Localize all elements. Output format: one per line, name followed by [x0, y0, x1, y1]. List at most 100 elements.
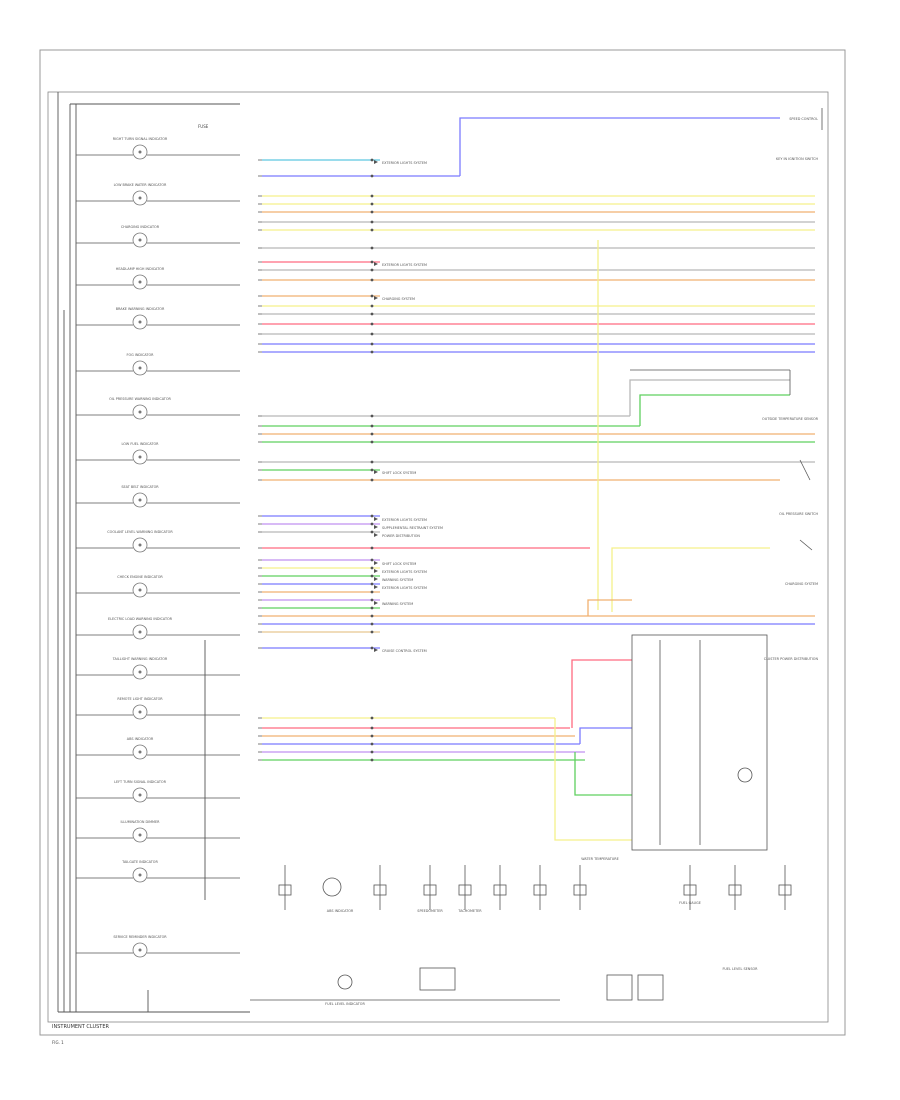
wire-terminal — [370, 566, 374, 570]
indicator-lamp-dot — [138, 670, 142, 674]
indicator-lamp — [132, 404, 148, 420]
indicator-lamp-dot — [138, 280, 142, 284]
wire-terminal — [370, 590, 374, 594]
wire-terminal — [370, 332, 374, 336]
wire-terminal — [370, 174, 374, 178]
wire-terminal — [370, 210, 374, 214]
indicator-lamp — [132, 582, 148, 598]
wire-terminal — [370, 350, 374, 354]
system-label: EXTERIOR LIGHTS SYSTEM — [382, 570, 427, 574]
wire-terminal — [370, 440, 374, 444]
system-label: POWER DISTRIBUTION — [382, 534, 420, 538]
indicator-lamp-dot — [138, 150, 142, 154]
indicator-label: HEADLAMP HIGH INDICATOR — [116, 267, 165, 271]
bottom-connector — [533, 884, 547, 896]
wire-terminal — [370, 194, 374, 198]
wire-terminal — [370, 304, 374, 308]
indicator-lamp — [132, 449, 148, 465]
wire-path — [629, 379, 790, 416]
wire-terminal — [370, 432, 374, 436]
diagram-border — [39, 49, 846, 1036]
system-label: SUPPLEMENTAL RESTRAINT SYSTEM — [382, 526, 443, 530]
indicator-lamp — [132, 942, 148, 958]
indicator-lamp-dot — [138, 833, 142, 837]
indicator-lamp-dot — [138, 498, 142, 502]
right-label: CHARGING SYSTEM — [785, 582, 818, 586]
wire-terminal — [370, 606, 374, 610]
bottom-module — [637, 974, 664, 1001]
indicator-lamp — [132, 787, 148, 803]
diagram-title: INSTRUMENT CLUSTER — [52, 1024, 110, 1030]
indicator-label: BRAKE WARNING INDICATOR — [116, 307, 165, 311]
system-arrow — [374, 569, 378, 573]
wire-terminal — [370, 574, 374, 578]
bottom-connector — [278, 884, 292, 896]
system-label: EXTERIOR LIGHTS SYSTEM — [382, 586, 427, 590]
wire-terminal — [370, 228, 374, 232]
bottom-label: WATER TEMPERATURE — [581, 857, 619, 861]
wire-terminal — [370, 514, 374, 518]
indicator-lamp — [132, 360, 148, 376]
wire-terminal — [370, 202, 374, 206]
indicator-lamp — [132, 274, 148, 290]
system-arrow — [374, 517, 378, 521]
indicator-lamp-dot — [138, 366, 142, 370]
indicator-lamp — [132, 492, 148, 508]
wire-terminal — [370, 312, 374, 316]
wire-terminal — [370, 158, 374, 162]
indicator-lamp — [132, 314, 148, 330]
wire-path — [554, 718, 632, 841]
bottom-module — [606, 974, 633, 1001]
wire-terminal — [370, 582, 374, 586]
wire-terminal — [370, 742, 374, 746]
figure-ref: FIG. 1 — [52, 1040, 64, 1045]
indicator-lamp — [132, 704, 148, 720]
wire-terminal — [370, 424, 374, 428]
indicator-lamp-dot — [138, 410, 142, 414]
wire-terminal — [370, 460, 374, 464]
wire-terminal — [370, 530, 374, 534]
system-arrow — [374, 648, 378, 652]
system-label: WARNING SYSTEM — [382, 602, 413, 606]
wire-path — [574, 752, 632, 796]
indicator-lamp — [132, 144, 148, 160]
indicator-lamp-dot — [138, 196, 142, 200]
bottom-connector — [458, 884, 472, 896]
bottom-connector — [778, 884, 792, 896]
indicator-label: LOW BRAKE WATER INDICATOR — [114, 183, 167, 187]
system-arrow — [374, 585, 378, 589]
indicator-lamp — [132, 624, 148, 640]
bottom-connector — [423, 884, 437, 896]
indicator-lamp-dot — [138, 238, 142, 242]
indicator-lamp-dot — [138, 873, 142, 877]
wire-terminal — [370, 342, 374, 346]
indicator-lamp-dot — [138, 455, 142, 459]
indicator-lamp-dot — [138, 793, 142, 797]
indicator-lamp-dot — [138, 630, 142, 634]
bottom-label: TACHOMETER — [457, 909, 482, 913]
right-label: CLUSTER POWER DISTRIBUTION — [764, 657, 819, 661]
wire-terminal — [370, 598, 374, 602]
bottom-label: FUEL LEVEL INDICATOR — [325, 1002, 365, 1006]
right-label: OIL PRESSURE SWITCH — [779, 512, 818, 516]
bottom-connector — [728, 884, 742, 896]
wire-terminal — [370, 622, 374, 626]
indicator-label: LEFT TURN SIGNAL INDICATOR — [114, 780, 167, 784]
wire-terminal — [370, 646, 374, 650]
system-label: CRUISE CONTROL SYSTEM — [382, 649, 427, 653]
indicator-label: LOW FUEL INDICATOR — [121, 442, 159, 446]
indicator-label: SEAT BELT INDICATOR — [121, 485, 159, 489]
wire-terminal — [370, 546, 374, 550]
indicator-lamp — [132, 232, 148, 248]
indicator-label: ILLUMINATION DIMMER — [121, 820, 161, 824]
indicator-lamp — [132, 190, 148, 206]
bottom-connector — [373, 884, 387, 896]
indicator-label: ABS INDICATOR — [127, 737, 154, 741]
bottom-connector — [683, 884, 697, 896]
indicator-label: FOG INDICATOR — [127, 353, 155, 357]
system-arrow — [374, 525, 378, 529]
wire-terminal — [370, 716, 374, 720]
wire-terminal — [370, 522, 374, 526]
wire-terminal — [370, 278, 374, 282]
